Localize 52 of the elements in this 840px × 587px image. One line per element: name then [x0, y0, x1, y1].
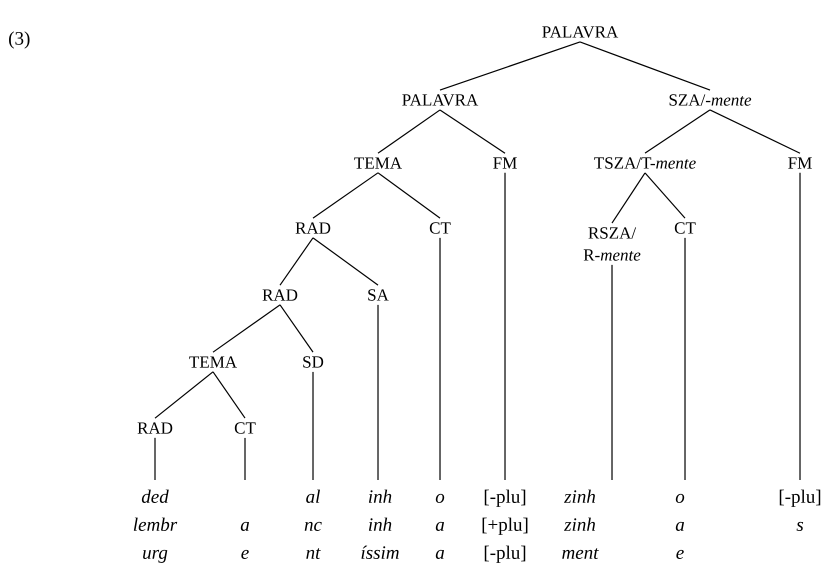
morpheme-column: o a a	[436, 494, 444, 559]
morpheme-column: o a e	[676, 494, 684, 559]
morpheme-column: zinh zinh ment	[562, 490, 599, 559]
category-label: CT	[430, 222, 451, 234]
tree-branch	[440, 41, 580, 91]
category-label: FM	[493, 157, 517, 169]
morpheme-column: ded lembr urg	[134, 490, 178, 563]
tree-branch	[378, 172, 440, 219]
morpheme-column: [-plu] [+plu] [-plu]	[482, 490, 528, 563]
vertical-line	[312, 372, 314, 480]
tree-branch	[280, 304, 314, 352]
tree-branch	[312, 172, 378, 219]
category-label: RAD	[262, 289, 298, 301]
morpheme-column: al nc nt	[304, 490, 322, 559]
morpheme-column: a e	[240, 522, 250, 559]
tree-branch	[440, 109, 506, 154]
tree-branch	[280, 238, 314, 286]
vertical-line	[377, 304, 379, 480]
category-label: PALAVRA	[402, 94, 478, 106]
tree-branch	[580, 41, 710, 91]
tree-branch	[378, 109, 440, 154]
category-label: TEMA	[354, 157, 402, 169]
category-label: SA	[368, 289, 389, 301]
category-label: SD	[303, 356, 324, 368]
category-label: FM	[788, 157, 812, 169]
morpheme-column: [-plu] s	[780, 490, 820, 531]
vertical-line	[611, 264, 613, 480]
tree-branch	[710, 109, 800, 154]
category-label: PALAVRA	[542, 26, 618, 38]
tree-branch	[212, 304, 280, 353]
category-label: CT	[674, 222, 696, 234]
tree-branch	[612, 172, 646, 224]
vertical-line	[504, 172, 506, 480]
tree-branch	[644, 172, 686, 218]
vertical-line	[154, 438, 156, 480]
vertical-line	[799, 172, 801, 480]
example-number: (3)	[9, 31, 30, 49]
category-label: CT	[234, 422, 256, 434]
tree-branch	[154, 371, 214, 419]
category-label: TEMA	[189, 356, 237, 368]
tree-branch	[312, 237, 378, 286]
category-label: SZA/-mente	[670, 94, 752, 106]
vertical-line	[244, 438, 246, 480]
tree-branch	[212, 371, 246, 418]
vertical-line	[684, 238, 686, 480]
morpheme-column: inh inh íssim	[361, 490, 399, 559]
vertical-line	[439, 238, 441, 480]
category-label: RAD	[138, 422, 172, 434]
category-label: TSZA/T-mente	[594, 157, 696, 169]
category-label: RAD	[296, 222, 330, 234]
tree-branch	[644, 109, 710, 154]
category-label: RSZA/ R-mente	[584, 227, 640, 261]
